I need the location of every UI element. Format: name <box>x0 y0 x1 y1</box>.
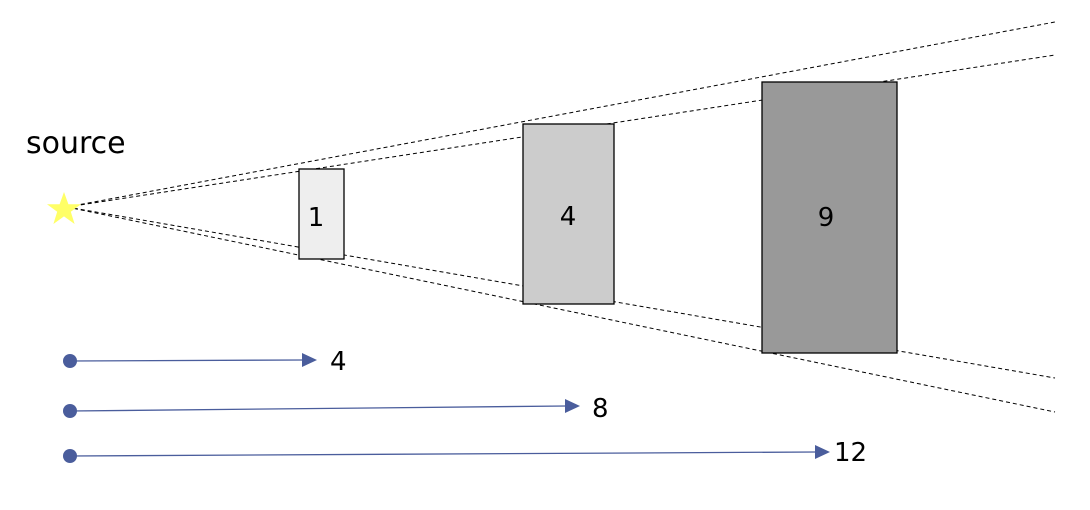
box-1-label: 1 <box>308 203 325 233</box>
distance-arrow-2: 8 <box>63 394 609 424</box>
box-2-label: 4 <box>560 202 577 232</box>
arrow-shaft <box>69 451 817 457</box>
arrow-shaft <box>69 359 304 362</box>
box-2-rect <box>522 123 615 305</box>
box-1: 1 <box>298 168 345 260</box>
box-2: 4 <box>522 123 615 305</box>
distance-label-2: 8 <box>592 394 609 424</box>
distance-arrow-3: 12 <box>63 438 867 468</box>
arrow-head <box>565 399 580 413</box>
distance-label-1: 4 <box>330 347 347 377</box>
arrow-head <box>815 445 830 459</box>
box-3-label: 9 <box>818 203 835 233</box>
box-3-rect <box>761 81 898 354</box>
arrow-head <box>302 353 317 367</box>
box-3: 9 <box>761 81 898 354</box>
source-label: source <box>26 126 126 161</box>
box-1-rect <box>298 168 345 260</box>
arrow-shaft <box>69 405 567 412</box>
ray-lower-outer <box>66 206 1056 413</box>
star-icon <box>47 192 81 224</box>
distance-arrow-1: 4 <box>63 347 347 377</box>
distance-label-3: 12 <box>834 438 867 468</box>
